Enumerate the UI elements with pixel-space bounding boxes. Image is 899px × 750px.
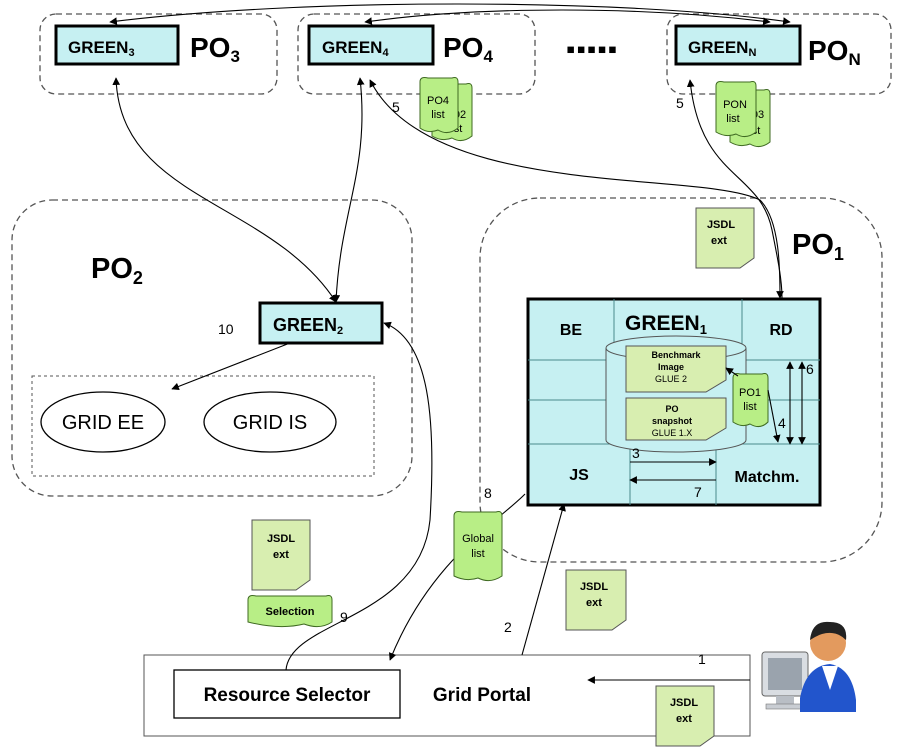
snapshot-line2: snapshot [652, 416, 692, 426]
po4-list-line2: list [431, 109, 444, 121]
po1-list-to-db-arrow [725, 367, 739, 377]
matchm-cell: Matchm. [735, 469, 800, 486]
global-list-line1: Global [462, 533, 494, 545]
pon-list-line1: PON [723, 99, 747, 111]
step-9-arrow [285, 321, 433, 671]
global-list-line2: list [471, 548, 484, 560]
step-4-label: 4 [778, 415, 786, 431]
greenn-green1-arrow [686, 79, 783, 299]
step-9-label: 9 [340, 609, 348, 625]
jsdl-po1-line2: ext [711, 235, 727, 247]
step-5a-label: 5 [392, 99, 400, 115]
grid-ee-node[interactable] [40, 391, 166, 453]
po4-back-line2: st [454, 123, 463, 135]
po1-list-scroll [732, 373, 769, 428]
pon-list-scroll [715, 81, 757, 138]
step-3-label: 3 [632, 445, 640, 461]
rd-cell: RD [769, 322, 792, 339]
po4-list-line1: PO4 [427, 95, 449, 107]
step-4-arrow [767, 389, 781, 443]
grid-is-node[interactable] [203, 391, 337, 453]
pon-list-line2: list [726, 113, 739, 125]
po-snapshot-doc [625, 397, 727, 441]
grid-portal-label: Grid Portal [433, 685, 531, 706]
jsdl-selection-line1: JSDL [267, 533, 295, 545]
global-list-scroll [453, 511, 503, 582]
step-8-label: 8 [484, 485, 492, 501]
jsdl-doc-selection [251, 519, 311, 591]
po2-label: PO2 [91, 253, 143, 288]
green4-green1-arrow [369, 79, 784, 299]
top-connection-arc [109, 3, 791, 25]
po4-list-scroll [419, 77, 459, 134]
green3-label: GREEN3 [68, 38, 135, 59]
green2-to-grid-arrow [171, 342, 291, 391]
step-6-label: 6 [806, 361, 814, 377]
po1-list-line2: list [743, 401, 756, 413]
green3-node[interactable] [54, 24, 180, 66]
selection-scroll [247, 595, 333, 628]
jsdl-user-line1: JSDL [670, 697, 698, 709]
selection-label: Selection [266, 606, 315, 618]
benchmark-line3: GLUE 2 [655, 374, 687, 384]
green2-label: GREEN2 [273, 315, 343, 337]
green1-label: GREEN1 [625, 312, 707, 337]
po1-label: PO1 [792, 229, 844, 264]
snapshot-line1: PO [665, 404, 678, 414]
grid-is-label: GRID IS [233, 412, 307, 434]
step-1-label: 1 [698, 651, 706, 667]
green4-label: GREEN4 [322, 38, 389, 59]
jsdl-selection-line2: ext [273, 549, 289, 561]
jsdl-doc-po1 [695, 207, 755, 269]
snapshot-line3: GLUE 1.X [652, 428, 693, 438]
step-2-arrow [521, 503, 566, 656]
resource-selector-box[interactable] [173, 669, 401, 719]
green3-green2-arrow [112, 77, 337, 303]
po3-label: PO3 [190, 32, 240, 66]
jsdl-portal-line1: JSDL [580, 581, 608, 593]
grid-services-box [31, 375, 375, 477]
jsdl-doc-portal [565, 569, 627, 631]
po1-list-line1: PO1 [739, 387, 761, 399]
top-connection-arc-2 [364, 9, 771, 25]
be-cell: BE [560, 322, 583, 339]
step-5b-label: 5 [676, 95, 684, 111]
greenn-label: GREENN [688, 38, 756, 59]
jsdl-portal-line2: ext [586, 597, 602, 609]
js-cell: JS [569, 467, 589, 484]
step-7-label: 7 [694, 484, 702, 500]
jsdl-doc-user [655, 685, 715, 747]
grid-ee-label: GRID EE [62, 412, 144, 434]
user-at-computer-icon [761, 621, 856, 712]
jsdl-user-line2: ext [676, 713, 692, 725]
resource-selector-label: Resource Selector [204, 685, 371, 706]
benchmark-line2: Image [658, 362, 684, 372]
green4-green2-arrow [332, 77, 365, 303]
po4-label: PO4 [443, 32, 493, 66]
green2-node[interactable] [258, 301, 384, 345]
ellipsis-dots: ▪ ▪ ▪ ▪ ▪ [566, 34, 616, 64]
step-2-label: 2 [504, 619, 512, 635]
po2-region [11, 199, 413, 497]
pon-label: PON [808, 35, 861, 69]
green4-node[interactable] [307, 24, 435, 66]
benchmark-line1: Benchmark [651, 350, 701, 360]
greenn-node[interactable] [674, 24, 802, 66]
benchmark-image-doc [625, 345, 727, 393]
step-10-label: 10 [218, 321, 234, 337]
jsdl-po1-line1: JSDL [707, 219, 735, 231]
